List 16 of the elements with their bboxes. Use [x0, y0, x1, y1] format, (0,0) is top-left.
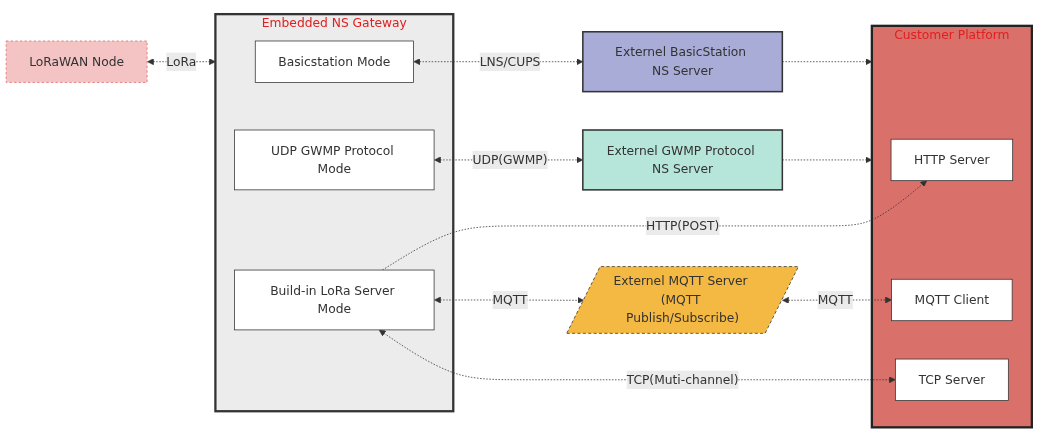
node-box: TCP Server: [895, 358, 1009, 402]
node-box: MQTT Client: [891, 279, 1013, 322]
edge-label: UDP(GWMP): [472, 152, 548, 168]
node-box: Externel GWMP Protocol NS Server: [582, 129, 784, 191]
edge-label: MQTT: [492, 292, 528, 308]
edge-label: MQTT: [817, 292, 853, 308]
node-box: Externel BasicStation NS Server: [582, 31, 784, 93]
node-box: Build-in LoRa Server Mode: [234, 269, 435, 331]
node-box: LoRaWAN Node: [5, 40, 148, 84]
node-box: UDP GWMP Protocol Mode: [234, 129, 435, 191]
node-box: Basicstation Mode: [254, 40, 414, 84]
edge-label: HTTP(POST): [645, 218, 720, 234]
edge-label: LNS/CUPS: [479, 54, 541, 69]
node-box: HTTP Server: [890, 139, 1014, 182]
edge-label: LoRa: [166, 54, 197, 69]
edge-label: TCP(Muti-channel): [626, 372, 739, 387]
